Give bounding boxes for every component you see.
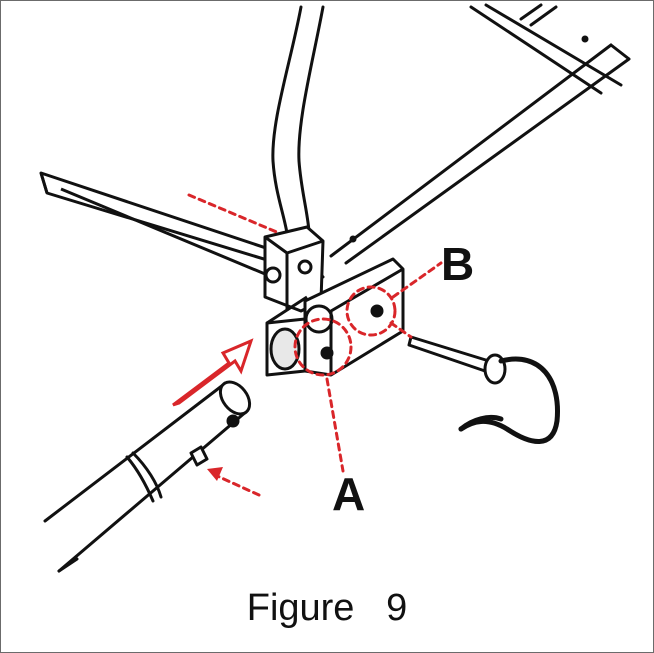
frame-hole-mid (349, 235, 357, 243)
label-a: A (332, 468, 366, 520)
callout-circle-b (345, 285, 397, 337)
handle-bracket (263, 225, 325, 313)
frame-far-rails (329, 3, 631, 265)
lock-pin (407, 335, 560, 444)
callout-line-a (325, 377, 345, 473)
callout-circle-a (293, 317, 353, 377)
callout-bolt-arrowhead (207, 467, 223, 481)
insertion-arrow (172, 338, 254, 407)
insert-tube (43, 380, 252, 573)
callout-line-pin (389, 321, 413, 339)
callout-line-bolt (213, 473, 261, 497)
figure-caption: Figure 9 (246, 587, 408, 629)
frame-hole-top-right (581, 35, 589, 43)
handle-tube (271, 5, 325, 235)
callout-line-handle (187, 193, 281, 235)
label-b: B (441, 238, 475, 290)
callout-line-b (391, 261, 443, 299)
callouts (187, 193, 443, 497)
